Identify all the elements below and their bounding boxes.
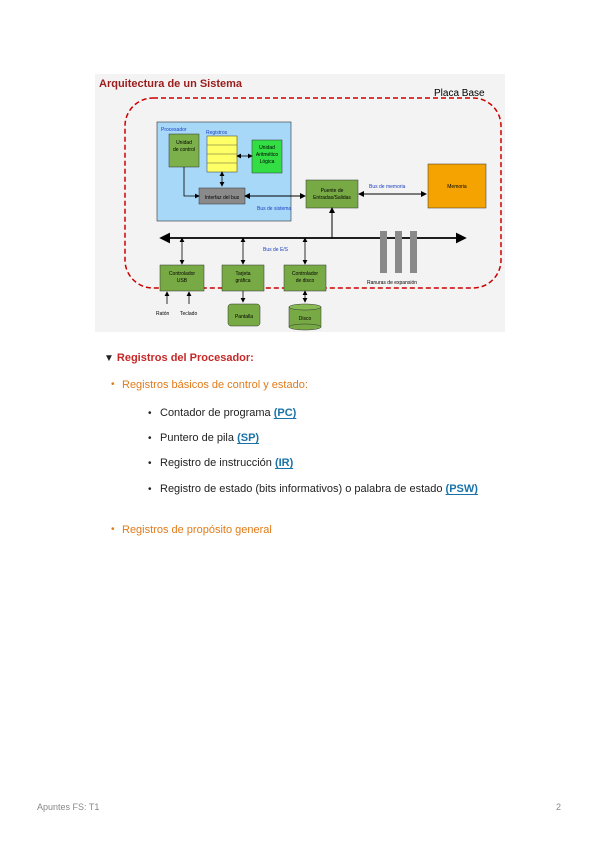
placa-base-label: Placa Base xyxy=(434,88,485,99)
processor-label: Procesador xyxy=(161,127,187,133)
io-bridge-box xyxy=(305,179,359,209)
usb-controller-box xyxy=(159,264,205,292)
diagram-svg: Procesador Unidad de control Registros U… xyxy=(124,97,502,331)
architecture-diagram: Arquitectura de un Sistema Placa Base Pr… xyxy=(95,74,505,332)
diagram-title: Arquitectura de un Sistema xyxy=(99,78,243,90)
registers-label: Registros xyxy=(206,130,228,136)
bridge-line1: Puente de xyxy=(321,188,344,194)
collapse-triangle-icon[interactable]: ▼ xyxy=(104,353,114,364)
list-item-psw: • Registro de estado (bits informativos) … xyxy=(148,481,510,498)
bullet-icon: • xyxy=(148,458,152,469)
expansion-slots-label: Ranuras de expansión xyxy=(367,280,417,286)
motherboard-border xyxy=(124,97,502,289)
io-bus-label: Bus de E/S xyxy=(263,247,289,253)
section-heading[interactable]: ▼Registros del Procesador: xyxy=(104,352,254,364)
item-text: Registro de estado (bits informativos) o… xyxy=(160,483,446,495)
list-item-basic-registers: Registros básicos de control y estado: xyxy=(111,379,308,391)
list-item-ir: • Registro de instrucción (IR) xyxy=(148,455,510,472)
section-title: Registros del Procesador: xyxy=(116,352,254,364)
bullet-icon: • xyxy=(148,484,152,495)
alu-line2: Aritmético xyxy=(256,152,278,158)
code-link-pc[interactable]: (PC) xyxy=(273,407,297,419)
alu-line3: Lógica xyxy=(260,159,275,165)
code-link-ir[interactable]: (IR) xyxy=(274,457,294,469)
system-bus-label: Bus de sistema xyxy=(257,206,291,212)
usb-line1: Controlador xyxy=(169,271,195,277)
memory-box xyxy=(427,163,487,209)
alu-line1: Unidad xyxy=(259,145,275,151)
memory-bus-label: Bus de memoria xyxy=(369,184,406,190)
list-item-pc: • Contador de programa (PC) xyxy=(148,405,510,422)
bridge-line2: Entradas/Salidas xyxy=(313,195,351,201)
disk-controller-line1: Controlador xyxy=(292,271,318,277)
expansion-slot xyxy=(410,231,417,273)
code-link-sp[interactable]: (SP) xyxy=(237,432,260,444)
list-item-general-registers: Registros de propósito general xyxy=(111,524,272,536)
footer-text: Apuntes FS: T1 xyxy=(37,802,100,812)
control-unit-line1: Unidad xyxy=(176,140,192,146)
expansion-slot xyxy=(395,231,402,273)
item-text: Puntero de pila xyxy=(160,432,238,444)
usb-line2: USB xyxy=(177,278,188,284)
control-unit-line2: de control xyxy=(173,147,195,153)
keyboard-label: Teclado xyxy=(180,311,197,317)
mouse-label: Ratón xyxy=(156,311,170,317)
bullet-icon: • xyxy=(148,433,152,444)
disk-label: Disco xyxy=(299,316,312,322)
list-item-sp: • Puntero de pila (SP) xyxy=(148,430,510,447)
graphics-line2: gráfica xyxy=(235,278,250,284)
screen-box xyxy=(227,303,261,327)
item-text: Registro de instrucción xyxy=(160,457,275,469)
expansion-slot xyxy=(380,231,387,273)
disk-controller-box xyxy=(283,264,327,292)
item-text: Contador de programa xyxy=(160,407,274,419)
disk-controller-line2: de disco xyxy=(296,278,315,284)
code-link-psw[interactable]: (PSW) xyxy=(445,483,478,495)
page-number: 2 xyxy=(556,802,562,812)
memory-label: Memoria xyxy=(447,184,467,190)
bus-interface-label: Interfaz del bus xyxy=(205,195,240,201)
screen-label: Pantalla xyxy=(235,314,253,320)
graphics-line1: Tarjeta xyxy=(235,271,250,277)
bullet-icon: • xyxy=(148,408,152,419)
